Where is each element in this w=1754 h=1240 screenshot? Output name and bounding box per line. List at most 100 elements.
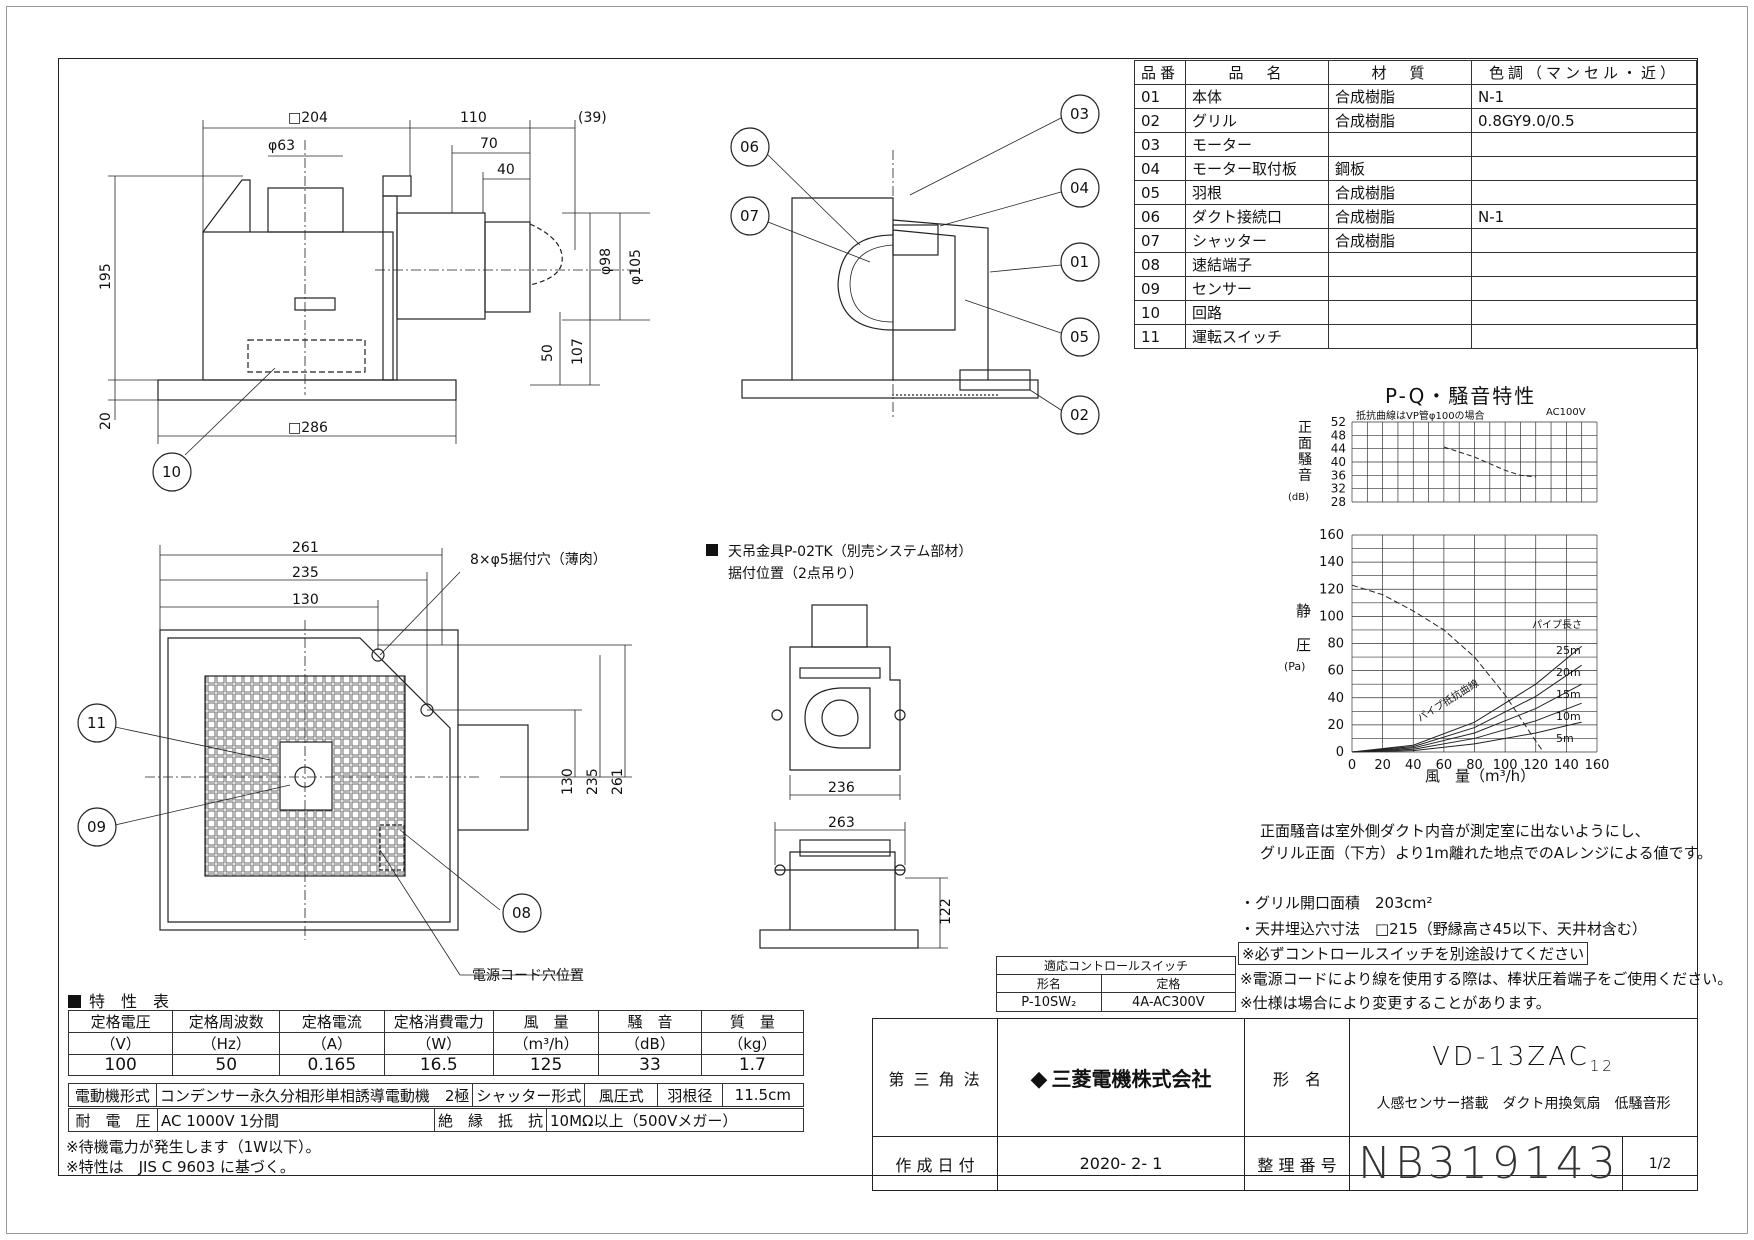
dim-130: 130 xyxy=(292,592,319,608)
page-number: 1/2 xyxy=(1622,1136,1698,1191)
dim-236: 236 xyxy=(828,780,855,796)
char-value: 16.5 xyxy=(383,1054,494,1076)
noise-note-1: 正面騒音は室外側ダクト内音が測定室に出ないようにし、 xyxy=(1260,822,1650,840)
pressure-tick-label: 60 xyxy=(1327,664,1344,679)
parts-cell-color xyxy=(1471,252,1697,277)
char-value: 125 xyxy=(492,1054,600,1076)
control-switch-col1: 形名 xyxy=(996,974,1102,993)
characteristics-table: 定格電圧定格周波数定格電流定格消費電力風 量騒 音質 量 （V）（Hz）（A）（… xyxy=(67,1010,805,1076)
model-label: 形 名 xyxy=(1244,1018,1350,1137)
model-cell: VD-13ZAC12 人感センサー搭載 ダクト用換気扇 低騒音形 xyxy=(1349,1018,1698,1137)
balloon-06 xyxy=(730,127,770,167)
parts-cell-name: 回路 xyxy=(1185,300,1330,325)
insulation-value: 10MΩ以上（500Vメガー） xyxy=(546,1108,804,1132)
x-axis-label: 風 量（m³/h） xyxy=(1425,767,1535,785)
parts-cell-material: 合成樹脂 xyxy=(1328,108,1473,133)
char-unit: （A） xyxy=(279,1032,385,1055)
pressure-tick-label: 80 xyxy=(1327,637,1344,652)
date-value: 2020- 2- 1 xyxy=(997,1136,1245,1191)
parts-cell-no: 09 xyxy=(1133,276,1187,301)
parts-cell-name: モーター取付板 xyxy=(1185,156,1330,181)
dim-107: 107 xyxy=(570,338,586,365)
noise-curve xyxy=(1443,446,1536,478)
characteristics-title: 特 性 表 xyxy=(68,988,169,1012)
motor-label: 電動機形式 xyxy=(68,1083,157,1107)
parts-cell-no: 05 xyxy=(1133,180,1187,205)
x-tick-label: 0 xyxy=(1348,758,1356,773)
char-note-1: ※待機電力が発生します（1W以下）。 xyxy=(66,1138,321,1156)
section-view xyxy=(741,150,1039,420)
noise-tick-label: 44 xyxy=(1331,442,1346,456)
company-logo-icon: ◆ xyxy=(1030,1067,1048,1092)
char-unit: （m³/h） xyxy=(492,1032,600,1055)
outer-border xyxy=(6,6,1748,1234)
section-balloons xyxy=(730,94,1100,435)
balloon-04 xyxy=(1060,168,1100,208)
parts-cell-color xyxy=(1471,228,1697,253)
dim-50: 50 xyxy=(540,344,556,362)
pressure-tick-label: 160 xyxy=(1319,528,1344,543)
balloon-03 xyxy=(1060,94,1100,134)
parts-cell-no: 07 xyxy=(1133,228,1187,253)
drawing-labels: □204 110 (39) φ63 70 40 195 φ98 φ105 50 … xyxy=(87,105,1089,984)
dim-235: 235 xyxy=(292,565,319,581)
blade-value: 11.5cm xyxy=(721,1083,805,1107)
pipe-length-label: 15m xyxy=(1556,688,1581,701)
char-value: 50 xyxy=(172,1054,281,1076)
blade-label: 羽根径 xyxy=(657,1083,723,1107)
bottom-view xyxy=(77,545,632,976)
noise-ylabel-char: 面 xyxy=(1298,436,1312,452)
pipe-length-label: 5m xyxy=(1556,732,1574,745)
parts-cell-no: 08 xyxy=(1133,252,1187,277)
balloon-07 xyxy=(730,196,770,236)
x-tick-label: 40 xyxy=(1405,758,1422,773)
hole-label: 8×φ5据付穴（薄肉） xyxy=(470,552,607,568)
char-unit: （kg） xyxy=(700,1032,805,1055)
date-label: 作 成 日 付 xyxy=(872,1136,998,1191)
pressure-tick-label: 140 xyxy=(1319,555,1344,570)
company-name: 三菱電機株式会社 xyxy=(1051,1067,1212,1091)
parts-cell-no: 11 xyxy=(1133,324,1187,349)
dim-70: 70 xyxy=(480,136,498,152)
resistance-curve xyxy=(1351,683,1582,753)
balloon-11 xyxy=(77,703,117,743)
curve-label: パイプ抵抗曲線 xyxy=(1415,676,1481,724)
char-unit-row: （V）（Hz）（A）（W）（m³/h）（dB）（kg） xyxy=(67,1032,805,1055)
control-switch-rating: 4A-AC300V xyxy=(1100,992,1237,1012)
char-value: 100 xyxy=(67,1054,174,1076)
char-unit: （Hz） xyxy=(172,1032,281,1055)
pressure-tick-label: 0 xyxy=(1336,745,1344,760)
parts-cell-color: 0.8GY9.0/0.5 xyxy=(1471,108,1697,133)
balloon-09 xyxy=(77,807,117,847)
resistance-curve xyxy=(1351,645,1583,753)
noise-unit: (dB) xyxy=(1288,492,1309,503)
pipe-length-label: 10m xyxy=(1556,710,1581,723)
char-value: 33 xyxy=(598,1054,702,1076)
noise-note-2: グリル正面（下方）より1m離れた地点でのAレンジによる値です。 xyxy=(1260,844,1713,862)
pq-note-right: AC100V xyxy=(1546,407,1586,418)
balloon-01 xyxy=(1060,242,1100,282)
noise-ylabel-char: 正 xyxy=(1298,420,1312,436)
balloon-02-label: 02 xyxy=(1070,406,1089,424)
parts-cell-color xyxy=(1471,156,1697,181)
withstand-label: 耐 電 圧 xyxy=(68,1108,158,1132)
number-value: NB319143 xyxy=(1349,1136,1623,1191)
noise-tick-label: 32 xyxy=(1331,482,1346,496)
parts-cell-color xyxy=(1471,300,1697,325)
x-tick-label: 100 xyxy=(1493,758,1518,773)
balloon-10-label: 10 xyxy=(162,463,181,481)
balloon-05-label: 05 xyxy=(1070,328,1089,346)
x-tick-label: 20 xyxy=(1374,758,1391,773)
noise-ylabel-char: 騒 xyxy=(1298,452,1312,468)
char-header: 質 量 xyxy=(700,1010,805,1033)
pq-note-left: 抵抗曲線はVP管φ100の場合 xyxy=(1356,411,1485,422)
pressure-tick-label: 120 xyxy=(1319,582,1344,597)
parts-cell-name: 羽根 xyxy=(1185,180,1330,205)
